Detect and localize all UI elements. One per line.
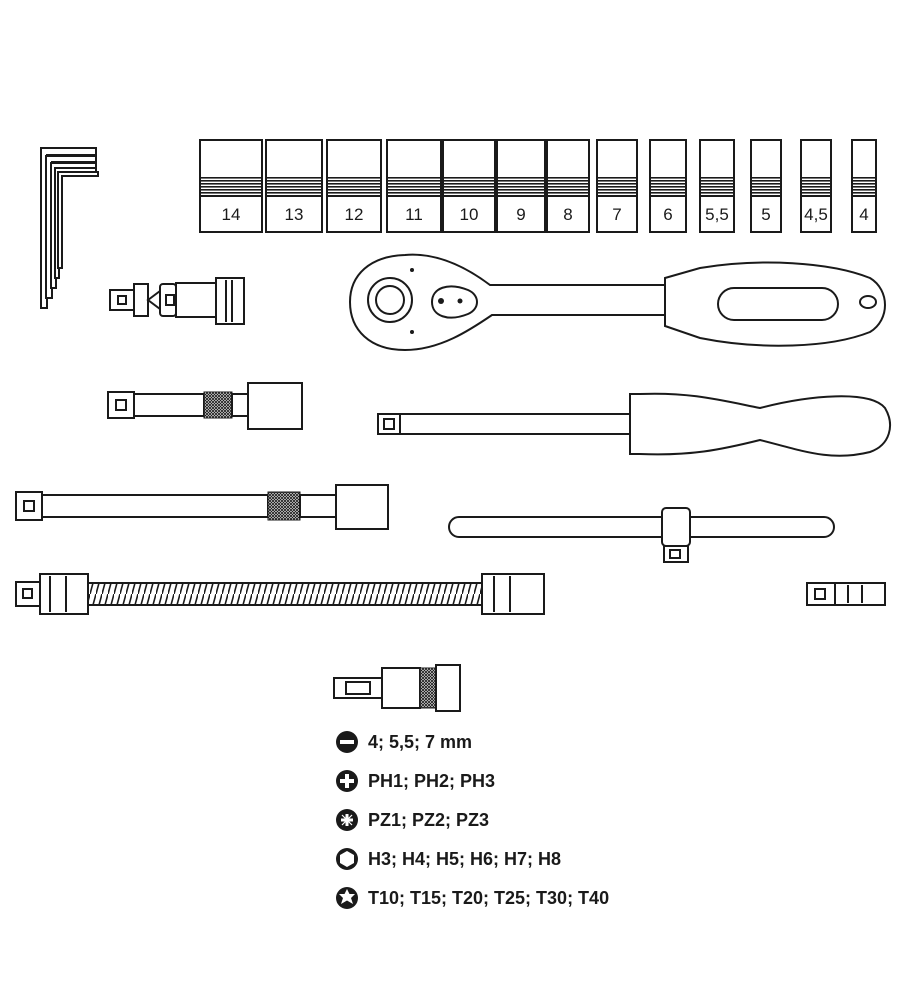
socket-14: 14 [199, 139, 263, 233]
socket-label-box [386, 195, 442, 233]
bit-holder [333, 664, 461, 712]
socket-label-box [699, 195, 735, 233]
pozidriv-icon [336, 809, 358, 831]
socket-size-label: 13 [285, 205, 304, 224]
socket-size-label: 9 [516, 205, 525, 224]
short-extension-bar [107, 382, 303, 430]
socket-label-box [800, 195, 832, 233]
phillips-icon [336, 770, 358, 792]
socket-12: 12 [326, 139, 382, 233]
ratchet-handle [348, 253, 886, 352]
universal-joint [109, 277, 245, 325]
socket-knurl-band [853, 176, 875, 194]
bit-label-torx: T10; T15; T20; T25; T30; T40 [368, 888, 609, 908]
socket-knurl-band [328, 176, 380, 194]
socket-size-label: 6 [663, 205, 672, 224]
socket-label-box [442, 195, 496, 233]
bit-legend: 4; 5,5; 7 mm PH1; PH2; PH3 PZ1; PZ2; PZ3… [336, 731, 609, 909]
socket-8: 8 [546, 139, 590, 233]
socket-size-label: 5,5 [705, 205, 729, 224]
t-bar-handle [448, 507, 835, 563]
screwdriver-handle [377, 392, 891, 457]
socket-label-box [265, 195, 323, 233]
socket-7: 7 [596, 139, 638, 233]
torx-icon [336, 887, 358, 909]
socket-knurl-band [752, 176, 780, 194]
socket-label-box [750, 195, 782, 233]
socket-knurl-band [701, 176, 733, 194]
hex-icon [336, 848, 358, 870]
socket-label-box [326, 195, 382, 233]
socket-label-box [851, 195, 877, 233]
hex-key-set [40, 147, 99, 309]
socket-size-label: 4 [859, 205, 868, 224]
slotted-icon [336, 731, 358, 753]
socket-4: 4 [851, 139, 877, 233]
socket-size-label: 4,5 [804, 205, 828, 224]
socket-size-label: 12 [345, 205, 364, 224]
socket-knurl-band [598, 176, 636, 194]
bit-label-slotted: 4; 5,5; 7 mm [368, 732, 472, 752]
socket-4,5: 4,5 [800, 139, 832, 233]
socket-size-label: 14 [222, 205, 241, 224]
socket-11: 11 [386, 139, 442, 233]
flexible-extension [15, 573, 545, 615]
socket-knurl-band [444, 176, 494, 194]
bit-label-pozidriv: PZ1; PZ2; PZ3 [368, 810, 489, 830]
long-extension-bar [15, 484, 389, 530]
socket-label-box [649, 195, 687, 233]
socket-label-box [546, 195, 590, 233]
socket-knurl-band [548, 176, 588, 194]
socket-size-label: 11 [405, 205, 423, 224]
socket-label-box [199, 195, 263, 233]
socket-6: 6 [649, 139, 687, 233]
socket-5: 5 [750, 139, 782, 233]
socket-knurl-band [201, 176, 261, 194]
socket-knurl-band [388, 176, 440, 194]
socket-knurl-band [498, 176, 544, 194]
socket-size-label: 7 [612, 205, 621, 224]
socket-5,5: 5,5 [699, 139, 735, 233]
socket-10: 10 [442, 139, 496, 233]
socket-size-label: 8 [563, 205, 572, 224]
socket-adapter [806, 582, 886, 606]
socket-label-box [596, 195, 638, 233]
bit-label-hex: H3; H4; H5; H6; H7; H8 [368, 849, 561, 869]
socket-9: 9 [496, 139, 546, 233]
socket-knurl-band [802, 176, 830, 194]
socket-size-label: 10 [460, 205, 479, 224]
socket-set: 14 13 12 11 10 9 8 7 6 5,5 5 4,5 4 [199, 139, 877, 233]
socket-knurl-band [651, 176, 685, 194]
bit-label-phillips: PH1; PH2; PH3 [368, 771, 495, 791]
socket-size-label: 5 [761, 205, 770, 224]
socket-13: 13 [265, 139, 323, 233]
socket-label-box [496, 195, 546, 233]
socket-knurl-band [267, 176, 321, 194]
